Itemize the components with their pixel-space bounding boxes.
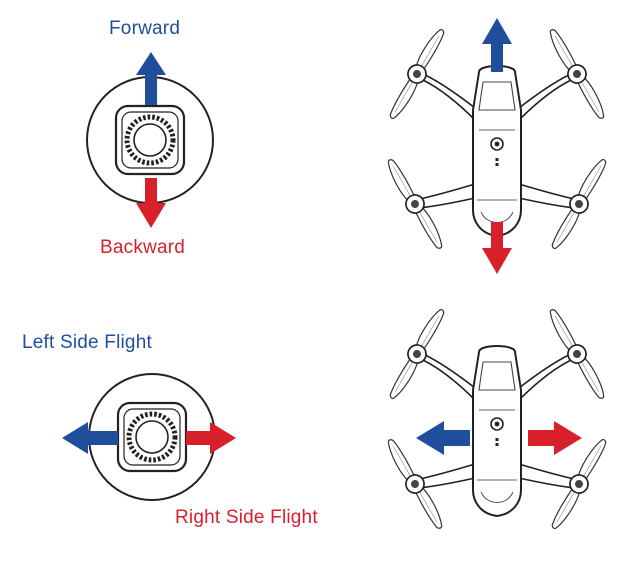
- drone-icon: [382, 306, 612, 533]
- label-right-side-flight: Right Side Flight: [175, 507, 318, 528]
- label-left-side-flight: Left Side Flight: [22, 332, 152, 353]
- arrow-left-icon: [62, 422, 118, 454]
- label-forward: Forward: [109, 18, 181, 39]
- arrow-down-icon: [136, 178, 166, 228]
- arrow-left-icon: [416, 421, 470, 455]
- arrow-up-icon: [136, 52, 166, 105]
- arrow-right-icon: [528, 421, 582, 455]
- arrow-up-icon: [482, 18, 512, 72]
- arrow-down-icon: [482, 222, 512, 274]
- label-backward: Backward: [100, 237, 186, 258]
- arrow-right-icon: [186, 422, 236, 454]
